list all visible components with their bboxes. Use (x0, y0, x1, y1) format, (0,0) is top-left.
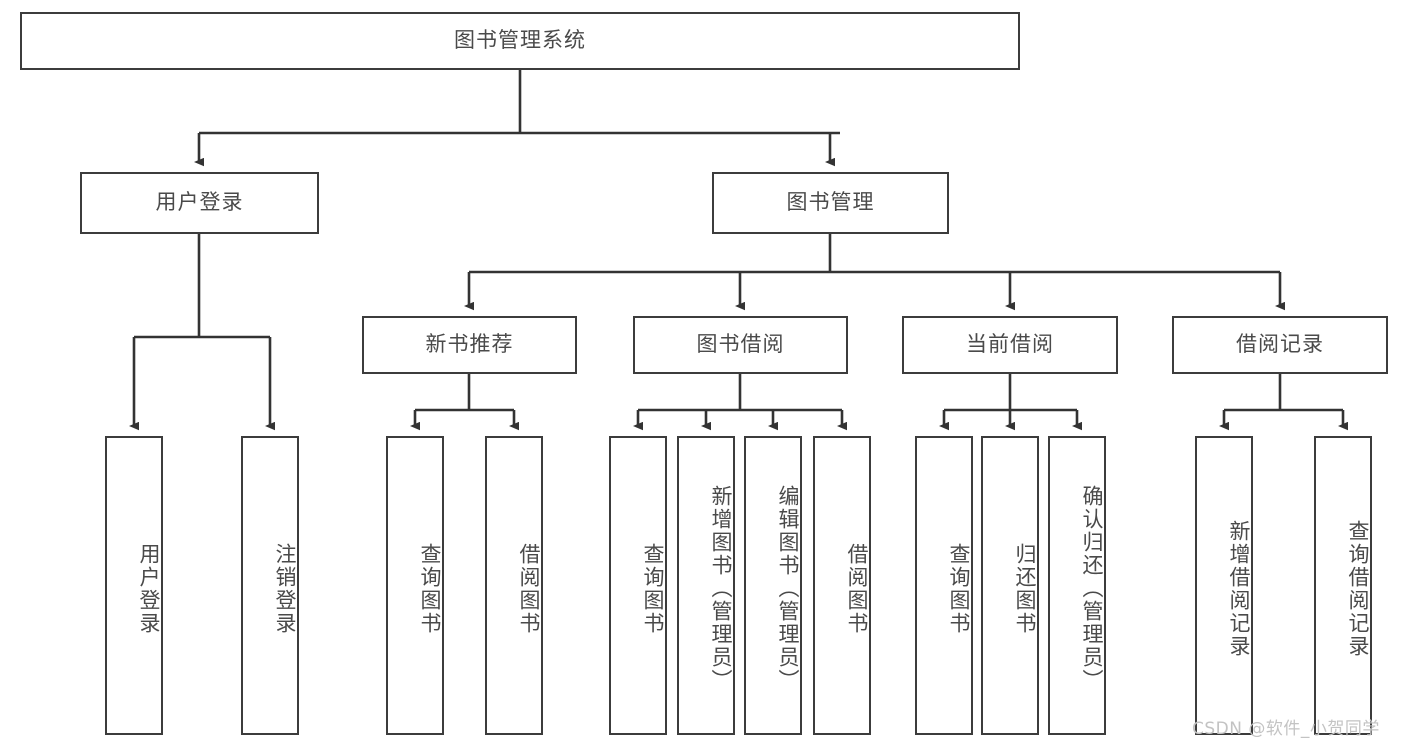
node-borrow-record[interactable]: 借阅记录 (1172, 316, 1388, 374)
node-label: 图书管理 (786, 190, 875, 215)
node-label: 当前借阅 (966, 332, 1054, 357)
leaf-borrow-book-recommend[interactable]: 借阅图书 (485, 436, 543, 735)
node-book-management[interactable]: 图书管理 (712, 172, 949, 234)
node-label: 新书推荐 (425, 332, 514, 357)
node-current-borrow[interactable]: 当前借阅 (902, 316, 1118, 374)
node-label: 查询图书 (418, 542, 442, 635)
node-book-borrow[interactable]: 图书借阅 (633, 316, 848, 374)
leaf-borrow-book[interactable]: 借阅图书 (813, 436, 871, 735)
node-label: 图书借阅 (696, 332, 785, 357)
leaf-query-book-recommend[interactable]: 查询图书 (386, 436, 444, 735)
node-label: 新增借阅记录 (1227, 519, 1251, 658)
leaf-user-logout[interactable]: 注销登录 (241, 436, 299, 735)
watermark: CSDN @软件_小贺同学 (1192, 719, 1380, 739)
leaf-add-borrow-record[interactable]: 新增借阅记录 (1195, 436, 1253, 735)
node-label: 用户登录 (137, 542, 161, 635)
node-label: 确认归还（管理员） (1080, 485, 1104, 692)
node-label: 查询图书 (641, 542, 665, 635)
node-label: 查询图书 (947, 542, 971, 635)
node-label: 新增图书（管理员） (709, 485, 733, 692)
node-label: 用户登录 (155, 190, 244, 215)
leaf-edit-book-admin[interactable]: 编辑图书（管理员） (744, 436, 802, 735)
leaf-query-book-borrow[interactable]: 查询图书 (609, 436, 667, 735)
node-new-book-recommend[interactable]: 新书推荐 (362, 316, 577, 374)
node-user-login[interactable]: 用户登录 (80, 172, 319, 234)
node-label: 借阅图书 (845, 542, 869, 635)
leaf-add-book-admin[interactable]: 新增图书（管理员） (677, 436, 735, 735)
node-label: 编辑图书（管理员） (776, 485, 800, 692)
leaf-query-borrow-record[interactable]: 查询借阅记录 (1314, 436, 1372, 735)
node-label: 借阅图书 (517, 542, 541, 635)
node-label: 借阅记录 (1236, 332, 1324, 357)
node-root-book-management-system[interactable]: 图书管理系统 (20, 12, 1020, 70)
node-label: 注销登录 (273, 542, 297, 635)
leaf-confirm-return-admin[interactable]: 确认归还（管理员） (1048, 436, 1106, 735)
node-label: 查询借阅记录 (1346, 519, 1370, 658)
leaf-return-book[interactable]: 归还图书 (981, 436, 1039, 735)
node-label: 图书管理系统 (454, 28, 586, 53)
node-label: 归还图书 (1013, 542, 1037, 635)
leaf-query-book-current[interactable]: 查询图书 (915, 436, 973, 735)
leaf-user-login[interactable]: 用户登录 (105, 436, 163, 735)
